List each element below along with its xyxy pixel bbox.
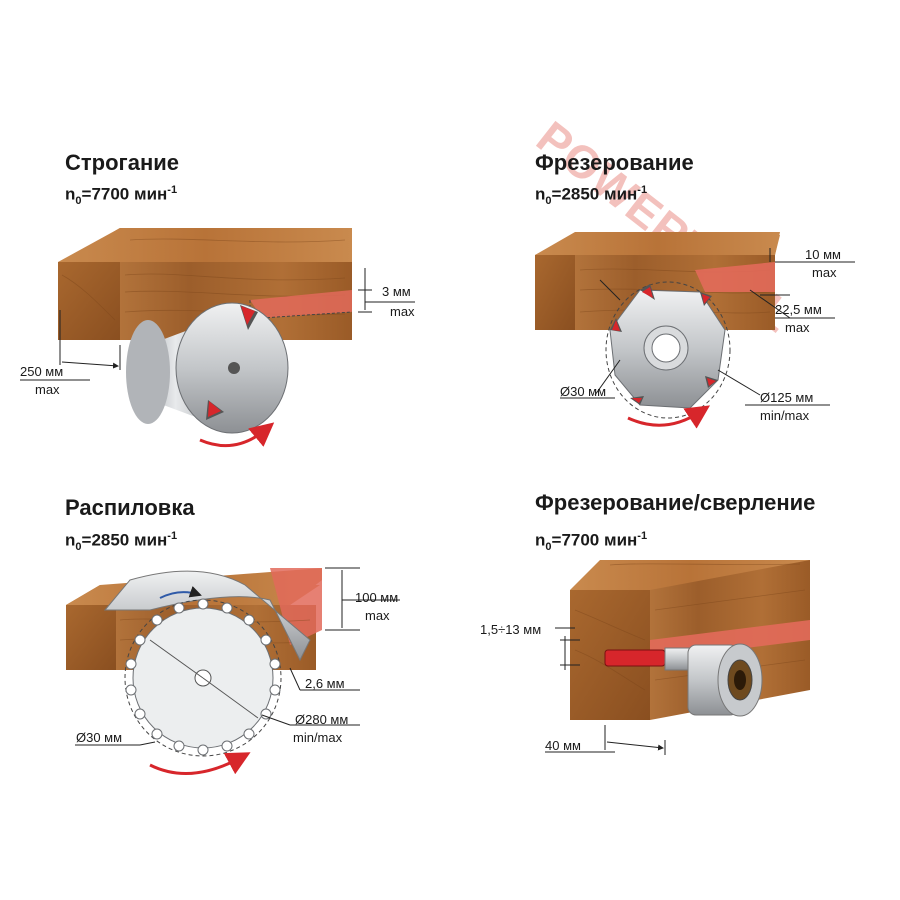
milling-title: Фрезерование [535, 150, 694, 175]
milling-groove [695, 262, 775, 292]
planing-illustration [20, 228, 415, 448]
drilling-length-dim: 40 мм [545, 738, 581, 753]
milling-depth-dim: 10 мм [805, 247, 841, 262]
planing-width-dim: 250 мм [20, 364, 64, 379]
drilling-title: Фрезерование/сверление [535, 490, 816, 515]
sawing-kerf [270, 568, 322, 645]
drilling-bit [604, 649, 666, 667]
sawing-kerf-dim: 2,6 мм [305, 676, 345, 691]
planing-title: Строгание [65, 150, 179, 175]
sawing-depth-note: max [365, 608, 390, 623]
milling-width-note: max [785, 320, 810, 335]
sawing-diam-note: min/max [293, 730, 343, 745]
sawing-diam-dim: Ø280 мм [295, 712, 349, 727]
planing-cut-layer [250, 290, 352, 318]
drilling-slot-dim: 1,5÷13 мм [480, 622, 542, 637]
sawing-depth-dim: 100 мм [355, 590, 399, 605]
planing-depth-dim: 3 мм [382, 284, 411, 299]
planing-width-note: max [35, 382, 60, 397]
planing-shaft-icon [228, 362, 240, 374]
sawing-title: Распиловка [65, 495, 195, 520]
milling-speed: n0=2850 мин-1 [535, 184, 648, 208]
planing-depth-note: max [390, 304, 415, 319]
sawing-bore-dim: Ø30 мм [76, 730, 123, 745]
milling-depth-note: max [812, 265, 837, 280]
milling-bore-icon [651, 333, 681, 363]
milling-width-dim: 22,5 мм [775, 302, 822, 317]
planing-rotation-arrow [199, 422, 275, 448]
planing-speed: n0=7700 мин-1 [65, 184, 178, 208]
milling-rotation-arrow [627, 405, 711, 429]
sawing-illustration [66, 567, 400, 775]
milling-bore-dim: Ø30 мм [560, 384, 607, 399]
milling-diam-dim: Ø125 мм [760, 390, 814, 405]
milling-illustration [535, 232, 855, 429]
sawing-speed: n0=2850 мин-1 [65, 530, 178, 554]
drilling-illustration [545, 560, 810, 755]
sawing-rotation-arrow [149, 752, 251, 775]
milling-diam-note: min/max [760, 408, 810, 423]
drilling-speed: n0=7700 мин-1 [535, 530, 648, 554]
